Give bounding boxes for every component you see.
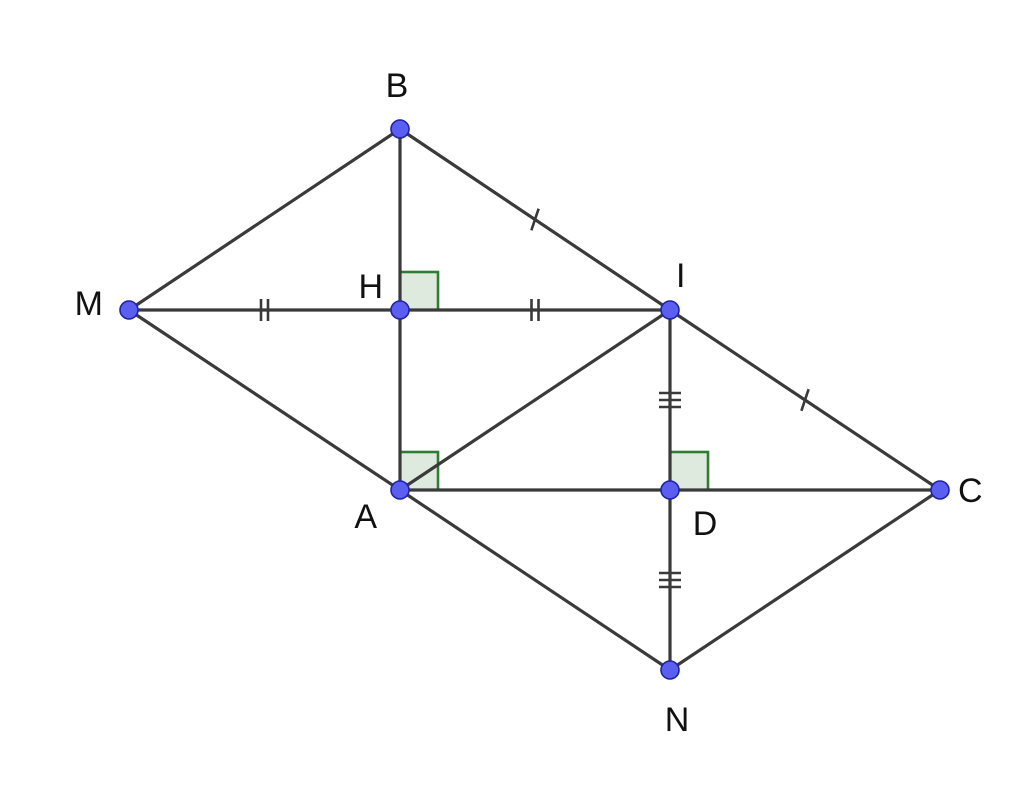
- tick-mark-bi: [530, 208, 540, 231]
- point-label-n: N: [665, 701, 690, 739]
- point-label-b: B: [386, 67, 409, 105]
- segment-na: [398, 488, 672, 672]
- point-c: [930, 480, 950, 500]
- segment-am: [127, 308, 402, 492]
- segment-ai: [398, 308, 672, 492]
- tick-mark-ic: [800, 388, 810, 412]
- segments: [127, 127, 942, 672]
- point-label-m: M: [75, 285, 103, 323]
- points: [119, 119, 950, 680]
- point-b: [390, 119, 410, 139]
- point-a: [390, 480, 410, 500]
- segment-cn: [668, 488, 942, 672]
- point-label-i: I: [676, 257, 685, 295]
- point-n: [660, 660, 680, 680]
- point-label-a: A: [354, 498, 377, 536]
- point-labels: B M H I A D C N: [75, 67, 983, 739]
- point-d: [660, 480, 680, 500]
- point-m: [119, 300, 139, 320]
- equal-length-marks: [259, 208, 810, 589]
- point-label-d: D: [693, 505, 718, 543]
- point-label-h: H: [358, 268, 383, 306]
- point-h: [390, 300, 410, 320]
- point-label-c: C: [958, 472, 983, 510]
- segment-mb: [127, 127, 402, 312]
- point-i: [660, 300, 680, 320]
